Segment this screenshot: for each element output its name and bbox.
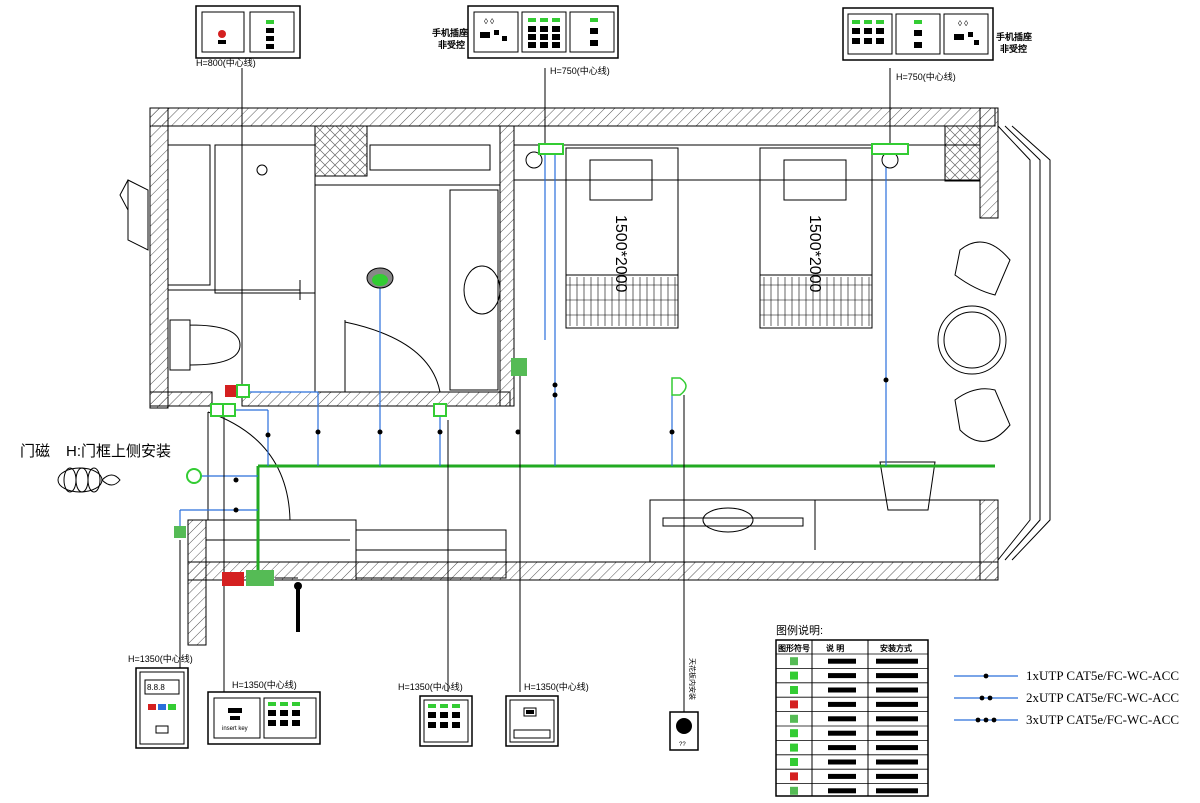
thermostat-panel: 8.8.8 [135,667,189,749]
sink-switch-icon [433,403,447,417]
cable-legend-3: 3xUTP CAT5e/FC-WC-ACC [1026,712,1179,727]
plan-devices [57,143,909,586]
wardrobe-sensor-icon [511,358,527,376]
wall-right-upper [979,107,999,219]
door-magnet-icon [57,467,121,493]
panel-top-right: ◊ ◊ [842,7,994,61]
wall-bath-bottom [149,391,213,407]
sitting-area [702,241,1011,533]
svg-text:8.8.8: 8.8.8 [147,683,165,692]
dnd-indicator-icon [218,30,226,38]
svg-text:??: ?? [679,742,686,748]
panel-top-middle: ◊ ◊ [467,5,619,59]
bath-switch-red-icon [225,385,237,397]
ceiling-install-note: 天花板内安装 [688,658,697,700]
wall-column-right [944,125,981,182]
wall-bottom [187,561,999,581]
legend-symbol-icon [790,729,798,738]
wall-top [149,107,996,127]
height-entry-panel: H=1350(中心线) [232,679,297,690]
legend-title: 图例说明: [776,623,823,637]
partitions [167,144,981,581]
height-top-left: H=800(中心线) [196,57,256,68]
wall-right-lower [979,499,999,581]
bed-size-label-left: 1500*2000 [612,215,629,293]
wall-closet-left [187,519,207,646]
door-sensor-install-note: H:门框上侧安装 [66,443,171,460]
legend-symbol-icon [790,786,798,795]
svg-text:insert key: insert key [222,726,248,732]
height-switch-panel: H=1350(中心线) [398,681,463,692]
phone-charger-left-line1: 手机插座 [432,27,468,38]
bed-size-label-right: 1500*2000 [806,215,823,293]
height-top-middle: H=750(中心线) [550,65,610,76]
entry-panel: insert key [207,691,321,745]
bedside-right-sockets-icon [871,143,909,155]
cable-legend-2: 2xUTP CAT5e/FC-WC-ACC [1026,690,1179,705]
svg-text:◊ ◊: ◊ ◊ [958,19,968,28]
bus-line [256,464,995,578]
height-card-panel: H=1350(中心线) [524,681,589,692]
phone-charger-left-line2: 非受控 [438,39,465,50]
cable-runs [179,150,887,530]
sink [463,265,501,315]
card-panel [505,695,559,747]
wall-bath-right [499,125,515,407]
legend-symbol-icon [790,657,798,666]
wall-bath-bottom-right [241,391,511,407]
bath-switch-green-icon [236,384,250,398]
drop-lines [179,68,891,712]
switch-panel [419,695,473,747]
svg-text:◊ ◊: ◊ ◊ [484,17,494,26]
entry-switch-2-icon [222,403,236,417]
legend-header-symbol: 图形符号 [778,643,810,653]
cable-legend [954,673,1018,723]
legend-symbol-icon [790,700,798,709]
door-sensor-plan-icon [186,468,202,484]
ceiling-sensor-icon [676,718,692,734]
phone-charger-right-line2: 非受控 [1000,43,1027,54]
legend-symbol-icon [790,743,798,752]
bathroom-fixtures [119,164,501,393]
armchair-bottom [954,388,1011,442]
cable-dots [233,377,889,590]
toilet [169,319,241,371]
legend-header-install: 安装方式 [880,643,912,653]
bedside-left-sockets-icon [538,143,564,155]
bed-mattress-lines [566,277,872,326]
ceiling-sensor-panel: ?? [669,711,699,751]
height-thermostat: H=1350(中心线) [128,653,193,664]
card-holder-icon [222,572,244,586]
relay-box-icon [246,570,274,586]
legend-table [775,639,929,797]
legend-header-desc: 说 明 [826,643,844,653]
desk-chair [879,461,936,511]
wall-column [314,125,368,177]
wall-left [149,107,169,409]
legend-symbol-icon [790,758,798,766]
cable-legend-1: 1xUTP CAT5e/FC-WC-ACC [1026,668,1179,683]
walls [149,107,999,646]
beds [565,147,873,329]
panel-top-left [195,5,301,59]
height-top-right: H=750(中心线) [896,71,956,82]
entry-switch-1-icon [210,403,224,417]
door-sensor-label: 门磁 [20,443,50,460]
legend-symbol-icon [790,714,798,723]
legend-symbol-icon [790,671,798,680]
phone-charger-right-line1: 手机插座 [996,31,1032,42]
ceiling-speaker-icon [671,377,687,396]
round-table [937,305,1007,375]
armchair-top [954,241,1011,296]
thermostat-plan-icon [174,526,186,538]
window-bay [997,125,1051,561]
legend-symbol-icon [790,772,798,781]
legend-symbol-icon [790,686,798,694]
